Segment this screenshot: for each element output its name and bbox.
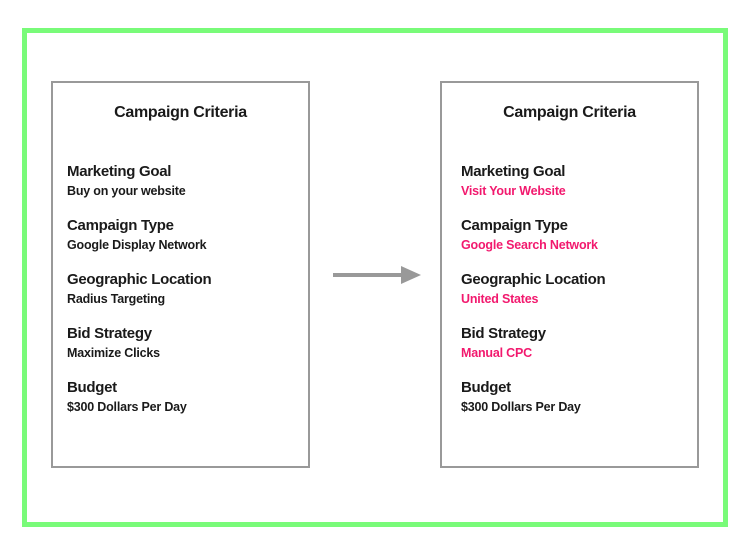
criteria-value: $300 Dollars Per Day	[67, 400, 187, 414]
criteria-label: Budget	[461, 379, 511, 396]
criteria-value: Radius Targeting	[67, 292, 165, 306]
panel-title: Campaign Criteria	[114, 104, 247, 121]
criteria-value: Google Display Network	[67, 238, 207, 252]
criteria-label: Geographic Location	[67, 271, 212, 288]
criteria-label: Marketing Goal	[461, 163, 566, 180]
criteria-label: Campaign Type	[461, 217, 568, 234]
criteria-label: Marketing Goal	[67, 163, 172, 180]
criteria-label: Bid Strategy	[461, 325, 546, 342]
criteria-section: Budget $300 Dollars Per Day	[67, 379, 300, 415]
criteria-label: Campaign Type	[67, 217, 174, 234]
criteria-value: Buy on your website	[67, 184, 186, 198]
right-arrow-icon	[333, 266, 423, 284]
criteria-value: Manual CPC	[461, 346, 532, 360]
criteria-label: Geographic Location	[461, 271, 606, 288]
criteria-value: Maximize Clicks	[67, 346, 160, 360]
criteria-value: $300 Dollars Per Day	[461, 400, 581, 414]
criteria-label: Budget	[67, 379, 117, 396]
criteria-value: Visit Your Website	[461, 184, 566, 198]
criteria-section: Budget $300 Dollars Per Day	[461, 379, 689, 415]
arrow-head	[401, 266, 421, 284]
criteria-value: United States	[461, 292, 539, 306]
arrow-shaft	[333, 273, 403, 277]
panel-title: Campaign Criteria	[503, 104, 636, 121]
criteria-label: Bid Strategy	[67, 325, 152, 342]
criteria-value: Google Search Network	[461, 238, 598, 252]
